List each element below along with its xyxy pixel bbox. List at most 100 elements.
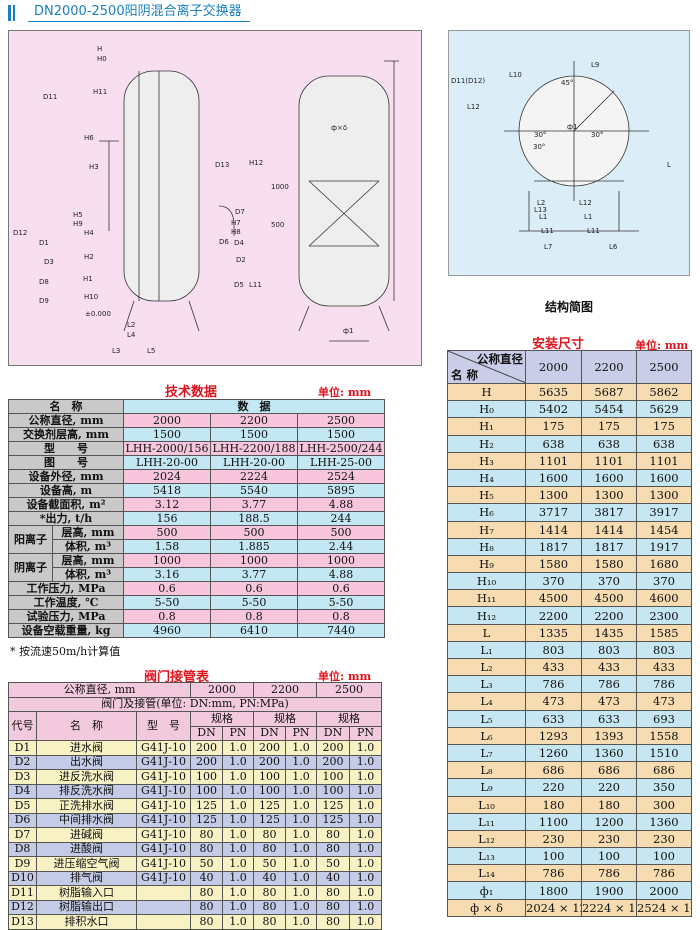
cell-value: 4600 <box>636 589 692 608</box>
cell-value: 50 <box>253 856 287 872</box>
header-bottom: 名 称 <box>451 368 479 382</box>
cell-value: 1.0 <box>222 885 255 901</box>
cell-value: 1.0 <box>285 870 318 886</box>
cell-value: 1.0 <box>222 769 255 785</box>
valve-code: D8 <box>8 841 37 857</box>
dim-name: L₈ <box>447 761 526 780</box>
cell-value: 1.0 <box>349 812 383 828</box>
cell-value: 1580 <box>525 554 582 574</box>
subtitle: 阀门及接管(单位: DN:mm, PN:MPa) <box>7 696 383 712</box>
dimension-label: L5 <box>147 347 155 355</box>
subtitle-row: 阀门及接管(单位: DN:mm, PN:MPa) <box>7 696 383 712</box>
col-pn: PN <box>349 725 383 741</box>
valve-model: G41J-10 <box>135 769 192 785</box>
cell-value: 786 <box>581 675 637 694</box>
cell-value: 1800 <box>525 881 582 900</box>
cell-value: 1600 <box>525 468 582 488</box>
dimension-label: L11 <box>249 281 262 289</box>
cell-value: 0.8 <box>123 609 211 624</box>
row-label: 设备高, m <box>8 483 124 498</box>
header-row: 名 称数 据 <box>8 399 386 414</box>
dimension-label: H11 <box>93 88 107 96</box>
dim-name: L₁₂ <box>447 829 526 849</box>
cell-value: 80 <box>316 827 351 843</box>
cell-value: 633 <box>581 709 637 728</box>
cell-value: 5635 <box>525 382 582 402</box>
dim-name: L₇ <box>447 743 526 763</box>
valve-code: D2 <box>8 754 37 770</box>
install-unit: 单位: mm <box>635 339 689 352</box>
cell-value: 1.0 <box>222 754 255 770</box>
cell-value: 1.0 <box>222 783 255 799</box>
dimension-label: L12 <box>467 103 480 111</box>
cell-value: 80 <box>316 899 351 915</box>
cell-value: 5895 <box>296 483 386 498</box>
dia-value: 2500 <box>636 350 692 384</box>
vessel-drawing-svg: HH0D11H11H6H3H5H9H4D12D1D3H2D8D9H1H10±0.… <box>13 45 399 355</box>
col-spec: 规格 <box>316 711 383 727</box>
dimension-label: L12 <box>579 199 592 207</box>
valve-code: D12 <box>8 899 37 915</box>
cell-value: 1.0 <box>285 856 318 872</box>
valve-unit: 单位: mm <box>318 670 372 683</box>
row-label: 层高, mm <box>52 553 124 568</box>
dimension-label: D4 <box>234 239 244 247</box>
valve-name: 树脂输出口 <box>36 899 137 915</box>
cell-value: 0.6 <box>296 581 386 596</box>
dim-name: L₁₄ <box>447 864 526 883</box>
valve-code: D6 <box>8 812 37 828</box>
dimension-label: L4 <box>127 331 136 339</box>
cell-value: 2024 <box>123 469 211 484</box>
dia-value: 2200 <box>253 682 318 698</box>
cell-value: 4.88 <box>296 567 386 582</box>
cell-value: 1414 <box>581 520 637 539</box>
row-label: 设备截面积, m² <box>8 497 124 512</box>
cell-value: 1600 <box>636 468 692 488</box>
cell-value: 638 <box>636 434 692 453</box>
dimension-label: H12 <box>249 159 263 167</box>
cell-value: 1101 <box>636 451 692 470</box>
cell-value: 5418 <box>123 483 211 498</box>
row-label: 交换剂层高, mm <box>8 427 124 442</box>
dimension-label: D13 <box>215 161 229 169</box>
cell-value: 1393 <box>581 726 637 745</box>
dim-name: H₁₁ <box>447 589 526 608</box>
cell-value: 1.0 <box>222 914 255 930</box>
cell-value: 188.5 <box>210 511 298 526</box>
dimension-label: L13 <box>534 206 547 214</box>
header-data: 数 据 <box>122 399 386 414</box>
col-dn: DN <box>316 725 351 741</box>
cell-value: 1.885 <box>210 539 298 554</box>
dim-name: H₆ <box>447 503 526 522</box>
cell-value: 125 <box>253 798 287 814</box>
cell-value: 200 <box>253 740 287 756</box>
dimension-label: D12 <box>13 229 27 237</box>
dim-name: L <box>447 623 526 642</box>
cell-value: 1.58 <box>123 539 211 554</box>
cell-value: 1.0 <box>285 827 318 843</box>
cell-value: 803 <box>636 640 692 660</box>
cell-value: 1.0 <box>349 914 383 930</box>
cell-value: 180 <box>525 795 582 814</box>
cell-value: 1.0 <box>349 754 383 770</box>
col-model: 型 号 <box>135 711 192 741</box>
dimension-label: 500 <box>271 221 284 229</box>
row-label: 设备外径, mm <box>8 469 124 484</box>
dimension-label: L <box>667 161 671 169</box>
cell-value: 786 <box>525 864 582 883</box>
